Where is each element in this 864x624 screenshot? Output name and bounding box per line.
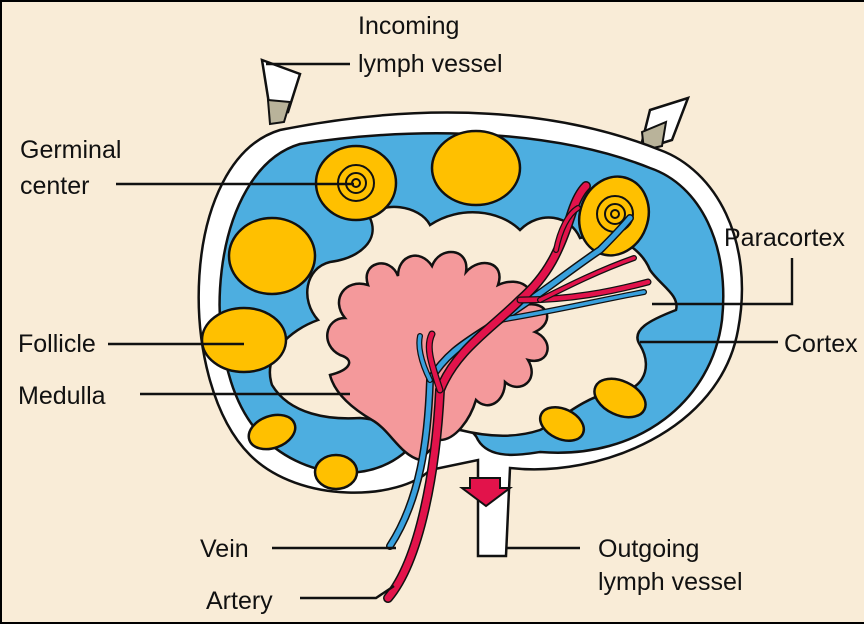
label-germinal-line2: center [20, 172, 89, 200]
label-follicle: Follicle [18, 330, 96, 358]
label-outgoing-line1: Outgoing [598, 535, 699, 563]
incoming-lymph-vessel-left [262, 60, 300, 124]
follicle-left [202, 308, 286, 372]
incoming-lymph-vessel-right [640, 98, 688, 150]
label-outgoing-line2: lymph vessel [598, 568, 743, 596]
leader-artery [300, 586, 394, 598]
label-germinal-line1: Germinal [20, 136, 121, 164]
label-medulla: Medulla [18, 382, 106, 410]
label-incoming-line2: lymph vessel [358, 50, 503, 78]
follicle-left-upper [229, 218, 315, 294]
label-vein: Vein [200, 535, 249, 563]
label-cortex: Cortex [784, 330, 858, 358]
label-paracortex: Paracortex [724, 224, 845, 252]
follicle-top-center [432, 131, 520, 205]
label-incoming-line1: Incoming [358, 12, 459, 40]
follicle-lower-left-2 [315, 455, 357, 489]
label-artery: Artery [206, 587, 273, 615]
